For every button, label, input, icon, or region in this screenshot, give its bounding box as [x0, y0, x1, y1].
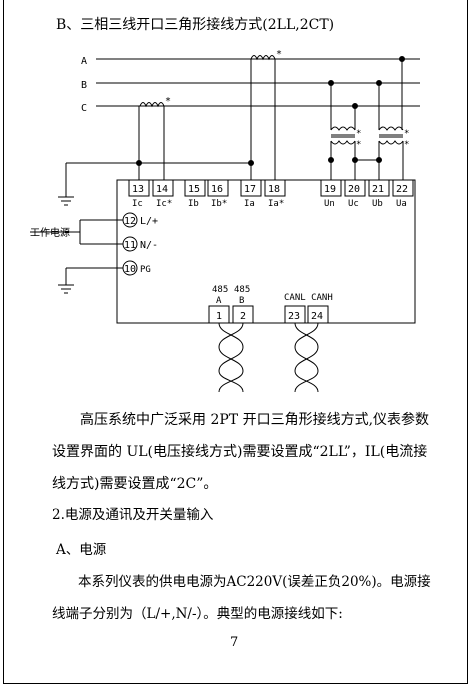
terminal-15-label: Ib: [188, 199, 199, 209]
phase-label-a: A: [81, 56, 87, 67]
junction-pt-c-b: [328, 80, 334, 86]
terminal-22-num: 22: [396, 184, 408, 195]
pt2-star-top: *: [404, 129, 409, 139]
junction-17: [248, 160, 254, 166]
terminal-14-label: Ic*: [156, 199, 172, 209]
terminal-13-num: 13: [132, 184, 144, 195]
terminal-12-label: L/+: [140, 216, 158, 227]
terminal-11-num: 11: [124, 240, 136, 251]
terminal-10-label: PG: [140, 265, 151, 275]
wiring-diagram: A B C * * * * * *: [30, 49, 420, 393]
phase-label-c: C: [81, 103, 87, 114]
terminal-14-num: 14: [156, 184, 168, 195]
terminal-10-num: 10: [124, 264, 136, 275]
rs485-b-title: 485: [234, 285, 250, 295]
pt1-primary: [330, 126, 356, 131]
terminal-20-num: 20: [348, 184, 360, 195]
terminal-12: 12 L/+: [122, 212, 158, 228]
pt2-star-bot: *: [404, 140, 409, 150]
page-number: 7: [230, 635, 239, 650]
junction-21: [376, 157, 382, 163]
junction-pt-a-b: [376, 80, 382, 86]
can-labels: CANL CANH: [284, 293, 333, 303]
pt2-primary: [378, 126, 404, 131]
terminal-17-num: 17: [244, 184, 256, 195]
pt1-secondary: [330, 140, 356, 145]
terminal-23-num: 23: [288, 311, 300, 322]
terminal-18-num: 18: [268, 184, 280, 195]
junction-13: [136, 160, 142, 166]
ct-star-c: *: [165, 96, 171, 107]
ct-coil-a: [250, 55, 276, 61]
junction-19: [328, 157, 334, 163]
pt2-secondary: [378, 140, 404, 145]
terminal-22-label: Ua: [396, 199, 407, 209]
terminal-19-num: 19: [324, 184, 336, 195]
terminal-19-label: Un: [324, 199, 335, 209]
terminal-16-label: Ib*: [211, 199, 227, 209]
ct-coil-c: [139, 102, 165, 108]
terminal-10: 10 PG: [122, 260, 151, 276]
rs485-a-label: A: [216, 296, 222, 306]
twisted-pair-can: [294, 322, 319, 393]
terminal-17-label: Ia: [244, 199, 255, 209]
terminal-13-label: Ic: [132, 199, 143, 209]
terminal-21-num: 21: [372, 184, 384, 195]
section-heading: B、三相三线开口三角形接线方式(2LL,2CT): [56, 17, 335, 33]
ct-star-a: *: [276, 49, 282, 60]
terminal-18-label: Ia*: [268, 199, 284, 209]
terminal-24-num: 24: [311, 311, 323, 322]
terminal-15-num: 15: [188, 184, 200, 195]
rs485-a-title: 485: [212, 285, 228, 295]
junction-20: [352, 157, 358, 163]
rs485-b-label: B: [239, 296, 244, 306]
terminal-20-label: Uc: [348, 199, 359, 209]
terminal-2-num: 2: [240, 311, 246, 322]
phase-label-b: B: [81, 80, 87, 91]
terminal-21-label: Ub: [372, 199, 383, 209]
paragraph-power-supply: 本系列仪表的供电电源为AC220V(误差正负20%)。电源接线端子分别为（L/+…: [52, 574, 431, 622]
junction-pt-c-c: [352, 103, 358, 109]
terminal-12-num: 12: [124, 216, 136, 227]
power-source-label: 工作电源: [30, 226, 70, 239]
junction-pt-a-a: [399, 56, 405, 62]
terminal-16-num: 16: [211, 184, 223, 195]
terminal-11-label: N/-: [140, 240, 158, 251]
paragraph-wiring-settings: 高压系统中广泛采用 2PT 开口三角形接线方式,仪表参数设置界面的 UL(电压接…: [52, 412, 430, 492]
section-2-title: 2.电源及通讯及开关量输入: [52, 507, 214, 523]
subsection-a-title: A、电源: [56, 542, 107, 558]
pt1-star-bot: *: [356, 140, 361, 150]
twisted-pair-485: [218, 322, 244, 393]
terminal-11: 11 N/-: [122, 236, 158, 252]
terminal-1-num: 1: [216, 311, 222, 322]
page-frame: [3, 0, 468, 684]
pt1-star-top: *: [356, 129, 361, 139]
